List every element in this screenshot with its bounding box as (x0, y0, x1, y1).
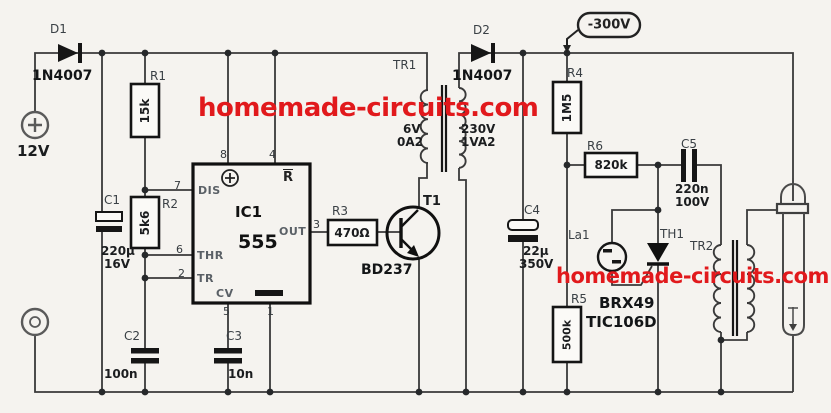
la1-ref: La1 (568, 228, 590, 242)
hv-rail-label: -300V (587, 17, 631, 33)
dc-plus-terminal-icon (20, 110, 50, 140)
junction-dots (98, 49, 725, 396)
ic1-label-cv: CV (216, 287, 234, 300)
arrow-down-icon (563, 45, 571, 53)
ic1-label-tr: TR (197, 272, 214, 285)
power-plus-icon (221, 169, 239, 187)
capacitor-c1 (95, 211, 123, 232)
ic1-pin5: 5 (223, 305, 230, 318)
t1-ref: T1 (423, 194, 441, 209)
ic1-pin6: 6 (176, 243, 183, 256)
ic1-label-reset: R (283, 170, 294, 185)
d1-part: 1N4007 (32, 68, 93, 84)
r2-value: 5k6 (138, 210, 152, 236)
tr2-ref: TR2 (690, 239, 714, 253)
tr1-secondary-v: 230V (461, 122, 496, 136)
watermark-top: homemade-circuits.com (198, 93, 539, 123)
ic1-label-dis: DIS (198, 184, 221, 197)
diode-d1 (58, 43, 82, 63)
ic1-part: 555 (238, 231, 278, 253)
c3-ref: C3 (226, 329, 243, 343)
r6-value: 820k (594, 158, 628, 172)
capacitor-c4 (507, 219, 539, 242)
r3-ref: R3 (332, 204, 348, 218)
c1-rating: 16V (104, 257, 130, 271)
th1-part-b: TIC106D (586, 313, 657, 331)
r4-value: 1M5 (560, 93, 574, 123)
transistor-t1 (385, 205, 441, 261)
c2-value: 100n (104, 367, 138, 381)
tr1-secondary-va: 1VA2 (461, 135, 496, 149)
t1-part: BD237 (361, 262, 413, 278)
dc-input-label: 12V (17, 142, 50, 160)
c3-value: 10n (228, 367, 254, 381)
ic-ground-bar-icon (255, 290, 283, 296)
th1-ref: TH1 (660, 227, 684, 241)
r3-value: 470Ω (334, 226, 370, 240)
d1-ref: D1 (50, 22, 67, 36)
ic1-pin2: 2 (178, 267, 185, 280)
c1-ref: C1 (104, 193, 121, 207)
r6-ref: R6 (587, 139, 603, 153)
ic1-label-out: OUT (279, 225, 307, 238)
d2-ref: D2 (473, 23, 490, 37)
transformer-tr2 (712, 240, 756, 336)
r5-ref: R5 (571, 292, 587, 306)
ic1-pin1: 1 (267, 305, 274, 318)
c5-rating: 100V (675, 195, 710, 209)
capacitor-c2 (131, 348, 159, 364)
ic1-pin8: 8 (220, 148, 227, 161)
c4-rating: 350V (519, 257, 554, 271)
tr1-ref: TR1 (393, 58, 417, 72)
tr1-primary-v: 6V (403, 122, 421, 136)
ic1-pin3: 3 (313, 218, 320, 231)
c2-ref: C2 (124, 329, 141, 343)
ic1-pin7: 7 (174, 179, 181, 192)
wire-layer (34, 52, 794, 393)
diode-d2 (471, 43, 495, 63)
ic1-label-thr: THR (197, 249, 224, 262)
c4-ref: C4 (524, 203, 541, 217)
r1-value: 15k (138, 98, 152, 124)
c1-value: 220µ (101, 244, 135, 258)
neon-lamp-la1 (596, 241, 628, 273)
capacitor-c5 (681, 149, 697, 182)
th1-part-a: BRX49 (599, 294, 655, 312)
ic1-ref: IC1 (235, 203, 263, 221)
r4-ref: R4 (567, 66, 583, 80)
c5-ref: C5 (681, 137, 698, 151)
r2-ref: R2 (162, 197, 178, 211)
c5-value: 220n (675, 182, 709, 196)
flash-tube (775, 178, 810, 337)
ic1-pin4: 4 (269, 148, 276, 161)
capacitor-c3 (214, 348, 242, 364)
ic1-body (191, 162, 312, 305)
watermark-bottom: homemade-circuits.com (556, 264, 829, 288)
d2-part: 1N4007 (452, 68, 513, 84)
r5-value: 500k (560, 319, 574, 351)
transformer-tr1 (419, 85, 467, 172)
thyristor-th1 (647, 243, 669, 266)
hv-rail-tag (563, 11, 642, 53)
resistor-boxes (129, 80, 639, 364)
tr1-primary-i: 0A2 (397, 135, 423, 149)
tube-electrode-arrow-icon (789, 324, 797, 331)
r1-ref: R1 (150, 69, 166, 83)
dc-minus-terminal-icon (20, 307, 50, 337)
c4-value: 22µ (523, 244, 549, 258)
